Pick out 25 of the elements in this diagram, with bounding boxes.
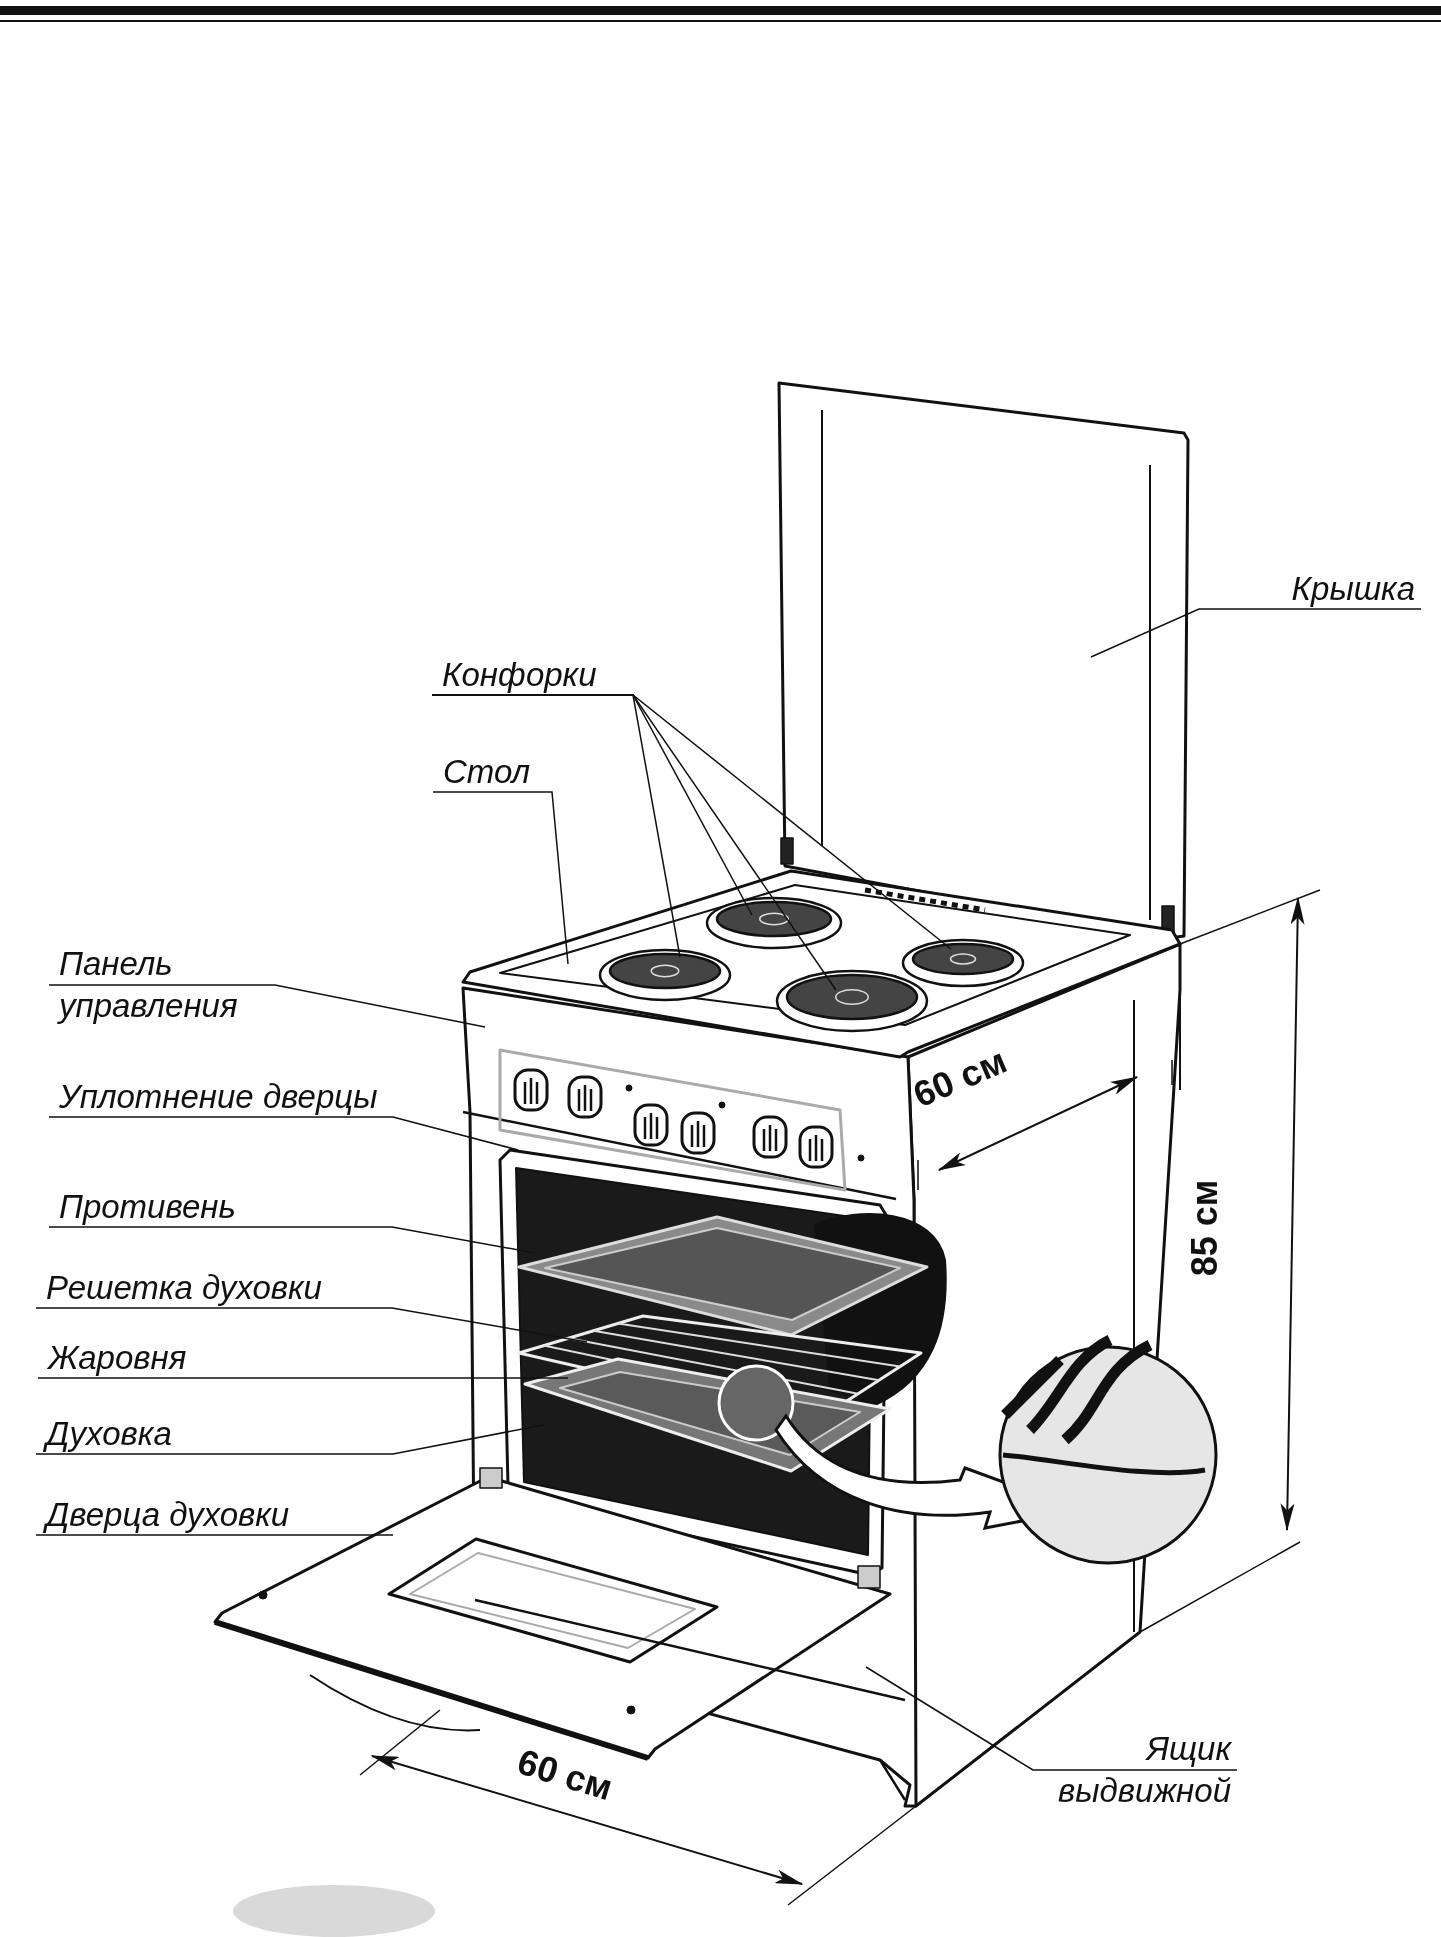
dimension-label: 85 см [1184, 1179, 1226, 1277]
leader-line [48, 1226, 536, 1254]
dimension-label: 60 см [512, 1740, 618, 1810]
part-label: Жаровня [38, 1338, 393, 1378]
part-label: Крышка [1199, 569, 1421, 609]
part-label: Конфорки [432, 655, 633, 695]
part-label: Уплотнение дверцы [49, 1077, 393, 1117]
part-label: Решетка духовки [36, 1268, 392, 1308]
leader-line [431, 694, 952, 950]
part-label: Духовка [36, 1414, 393, 1454]
leader-line [1090, 608, 1422, 658]
part-label: Панель управления [49, 943, 275, 1027]
part-label: Ящик выдвижной [1033, 1728, 1237, 1812]
part-label: Дверца духовки [36, 1495, 393, 1535]
part-label: Стол [433, 752, 552, 792]
dimension-label: 60 см [907, 1039, 1013, 1117]
leader-line [35, 1424, 544, 1455]
leader-line [35, 1534, 394, 1536]
leader-line [432, 791, 569, 965]
leader-line [48, 984, 486, 1028]
leader-line [865, 1666, 1238, 1771]
leader-line [37, 1377, 569, 1379]
leader-line [48, 1116, 519, 1151]
part-label: Противень [49, 1187, 392, 1227]
leader-line [35, 1307, 588, 1343]
